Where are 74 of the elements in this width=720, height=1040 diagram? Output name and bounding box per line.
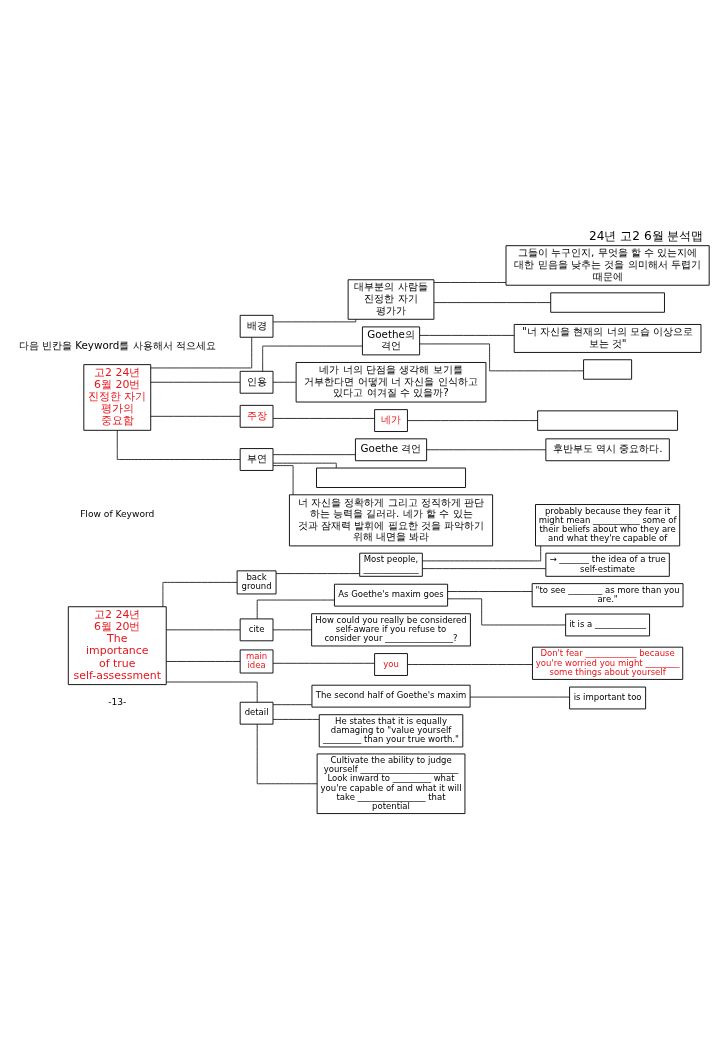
- connector: [422, 567, 547, 569]
- connector: [256, 599, 335, 619]
- connector: [256, 723, 318, 784]
- node-box: → _______ the idea of a true self-estimate: [545, 552, 670, 577]
- connector: [447, 590, 533, 592]
- connector: [272, 628, 312, 630]
- connector: [162, 581, 238, 607]
- connector: [407, 663, 533, 665]
- connector: [272, 662, 375, 664]
- node-box: "너 자신을 현재의 너의 모습 이상으로 보는 것": [513, 323, 702, 353]
- node-box: 배경: [239, 314, 274, 338]
- connector: [421, 545, 542, 561]
- label: 다음 빈칸을 Keyword를 사용해서 적으세요: [18, 338, 216, 351]
- node-box: 네가 너의 단점을 생각해 보기를 거부한다면 어떻게 너 자신을 인식하고 있다고 여겨질 수 있을까?: [295, 361, 487, 402]
- connector: [150, 381, 241, 383]
- connector: [272, 417, 375, 419]
- connector: [275, 572, 360, 574]
- node-box: [537, 409, 679, 431]
- node-box: As Goethe's maxim goes: [333, 583, 449, 607]
- node-box: it is a ____________: [565, 613, 651, 636]
- connector: [166, 681, 258, 703]
- connector: [150, 415, 241, 417]
- node-box: Goethe의 격언: [361, 325, 421, 355]
- node-box: you: [374, 652, 408, 676]
- node-box: 네가: [374, 408, 408, 432]
- connector: [433, 301, 552, 303]
- node-box: cite: [239, 617, 274, 641]
- connector: [272, 453, 356, 455]
- connector: [272, 464, 294, 495]
- label: Flow of Keyword: [80, 508, 155, 519]
- connector: [272, 381, 297, 383]
- connector: [272, 318, 357, 322]
- node-box: main idea: [239, 648, 274, 674]
- connector: [469, 696, 570, 697]
- node-box: 부연: [239, 447, 274, 471]
- node-box: Most people, _____________: [359, 552, 423, 577]
- node-box: [316, 467, 467, 488]
- node-box: "to see ________ as more than you are.": [531, 582, 684, 607]
- node-box: 대부분의 사람들 진정한 자기 평가가: [347, 278, 435, 320]
- node-box: He states that it is equally damaging to "value yourself _________ than your true worth.": [318, 713, 464, 747]
- node-box: back ground: [236, 569, 277, 594]
- connector: [165, 660, 241, 662]
- node-box: The second half of Goethe's maxim: [311, 684, 471, 708]
- node-box: 고2 24년 6월 20번 진정한 자기 평가의 중요함: [83, 363, 152, 431]
- connector: [407, 419, 539, 421]
- connector: [150, 336, 253, 368]
- label: -13-: [108, 696, 127, 707]
- connector: [426, 448, 547, 450]
- node-box: probably because they fear it might mean ___________ some of their beliefs about who they are and what they're capable of: [535, 503, 681, 546]
- node-box: 고2 24년 6월 20번 The importance of true self-assessment: [67, 605, 167, 685]
- node-box: 너 자신을 정확하게 그리고 정직하게 판단 하는 능력을 길러라. 네가 할 수 있는 것과 잠재력 발휘에 필요한 것을 파악하기 위해 내면을 봐라: [288, 493, 494, 546]
- connector: [272, 703, 313, 705]
- connector: [116, 429, 241, 460]
- connector: [262, 345, 363, 372]
- node-box: 그들이 누구인지, 무엇을 할 수 있는지에 대한 믿음을 낮추는 것을 의미해서 두렵기 때문에: [505, 244, 710, 286]
- connector: [419, 334, 515, 336]
- connector: [447, 597, 566, 625]
- node-box: 후반부도 역시 중요하다.: [545, 437, 670, 461]
- node-box: Cultivate the ability to judge yourself _______________________ Look inward to _________ what you're capable of and what it will take ________________ that potential: [316, 752, 466, 814]
- diagram-title: 24년 고2 6월 분석맵: [588, 228, 704, 243]
- node-box: [550, 291, 665, 313]
- node-box: How could you really be considered self-aware if you refuse to consider your ________________?: [311, 612, 471, 646]
- connector: [433, 281, 507, 283]
- node-box: detail: [239, 701, 274, 725]
- node-box: Don't fear ____________ because you're worried you might ________ some things about yourself: [531, 646, 684, 680]
- node-box: [583, 358, 633, 380]
- connector: [272, 462, 337, 468]
- node-box: 주장: [239, 404, 274, 428]
- connector: [419, 343, 584, 371]
- node-box: Goethe 격언: [354, 437, 428, 461]
- connector: [272, 718, 320, 720]
- node-box: 인용: [239, 370, 274, 394]
- node-box: is important too: [569, 686, 647, 709]
- connector: [165, 628, 241, 630]
